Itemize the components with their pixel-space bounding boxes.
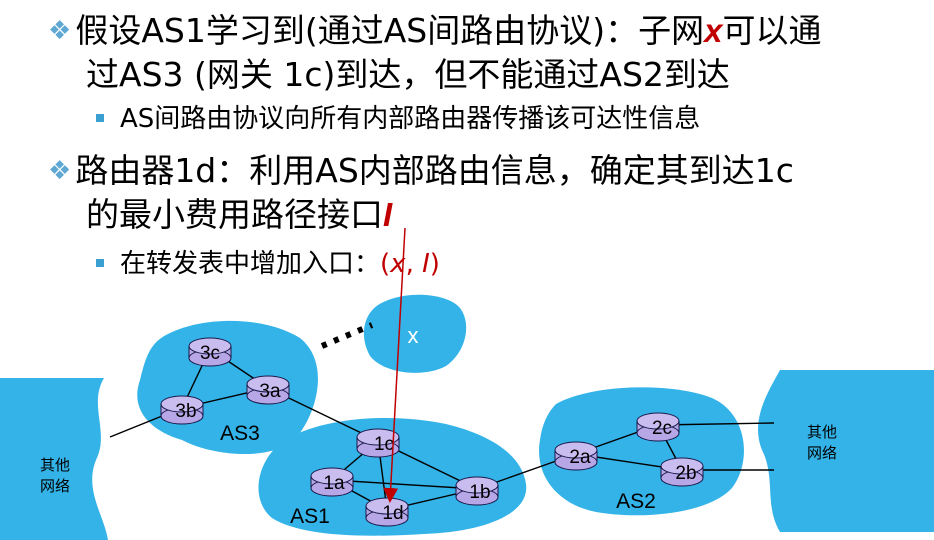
sub-bullet-1-text: AS间路由协议向所有内部路由器传播该可达性信息 <box>120 104 701 134</box>
sub-bullet-1: AS间路由协议向所有内部路由器传播该可达性信息 <box>96 98 700 135</box>
router-label-3b: 3b <box>175 401 196 422</box>
bullet-2-line-1: ❖路由器1d：利用AS内部路由信息，确定其到达1c <box>48 144 794 192</box>
diamond-bullet-icon: ❖ <box>48 156 72 186</box>
subnet-x-cloud <box>363 294 467 373</box>
router-2b: 2b <box>660 457 704 487</box>
square-bullet-icon <box>96 114 104 122</box>
router-label-1d: 1d <box>382 503 403 524</box>
router-3a: 3a <box>246 375 290 405</box>
as1-label: AS1 <box>290 505 330 528</box>
square-bullet-icon <box>96 259 104 267</box>
bullet-2-text-cont: 的最小费用路径接口 <box>86 195 383 234</box>
other-network-left-cloud <box>0 378 108 540</box>
interface-arrow <box>383 227 406 503</box>
as1-cloud <box>258 418 527 536</box>
link-1a-1b <box>331 479 478 490</box>
bullet-2-line-2: 的最小费用路径接口I <box>86 188 392 236</box>
router-3b: 3b <box>160 395 204 425</box>
diamond-bullet-icon: ❖ <box>48 16 72 46</box>
router-1a: 1a <box>310 467 354 497</box>
router-label-1c: 1c <box>374 434 394 455</box>
bullet-1-text-cont: 可以通 <box>722 11 822 50</box>
as2-label: AS2 <box>616 490 656 513</box>
router-label-2c: 2c <box>652 418 672 439</box>
router-label-2a: 2a <box>569 447 591 468</box>
other-network-right-label-2: 网络 <box>807 444 837 462</box>
bullet-1-line-1: ❖假设AS1学习到(通过AS间路由协议)：子网x可以通 <box>48 4 821 52</box>
other-network-left-label-1: 其他 <box>40 456 70 474</box>
subnet-x-label: x <box>408 323 419 348</box>
other-network-right-cloud <box>758 370 934 532</box>
other-network-left-label-2: 网络 <box>40 477 70 495</box>
router-1d: 1d <box>365 497 409 527</box>
router-label-2b: 2b <box>675 463 696 484</box>
sub-bullet-2: 在转发表中增加入口：(x, I) <box>96 243 440 280</box>
router-2a: 2a <box>554 441 598 471</box>
as3-label: AS3 <box>220 422 260 445</box>
other-network-right-label-1: 其他 <box>807 423 837 441</box>
bullet-2-text: 路由器1d：利用AS内部路由信息，确定其到达1c <box>75 151 794 190</box>
router-label-1a: 1a <box>323 473 345 494</box>
router-3c: 3c <box>188 337 232 367</box>
router-1c: 1c <box>356 428 400 458</box>
bullet-1-text: 假设AS1学习到(通过AS间路由协议)：子网 <box>75 11 705 50</box>
subnet-variable-x: x <box>704 12 723 49</box>
router-label-3a: 3a <box>259 381 281 402</box>
router-2c: 2c <box>636 412 680 442</box>
router-1b: 1b <box>455 476 499 506</box>
sub-bullet-2-text: 在转发表中增加入口： <box>120 249 381 279</box>
forwarding-entry: (x, I) <box>380 249 440 279</box>
interface-variable-i: I <box>383 196 393 233</box>
router-label-3c: 3c <box>200 343 220 364</box>
dotted-link-to-subnet-x <box>320 322 374 349</box>
bullet-1-line-2: 过AS3 (网关 1c)到达，但不能通过AS2到达 <box>86 55 730 94</box>
router-label-1b: 1b <box>469 482 490 503</box>
